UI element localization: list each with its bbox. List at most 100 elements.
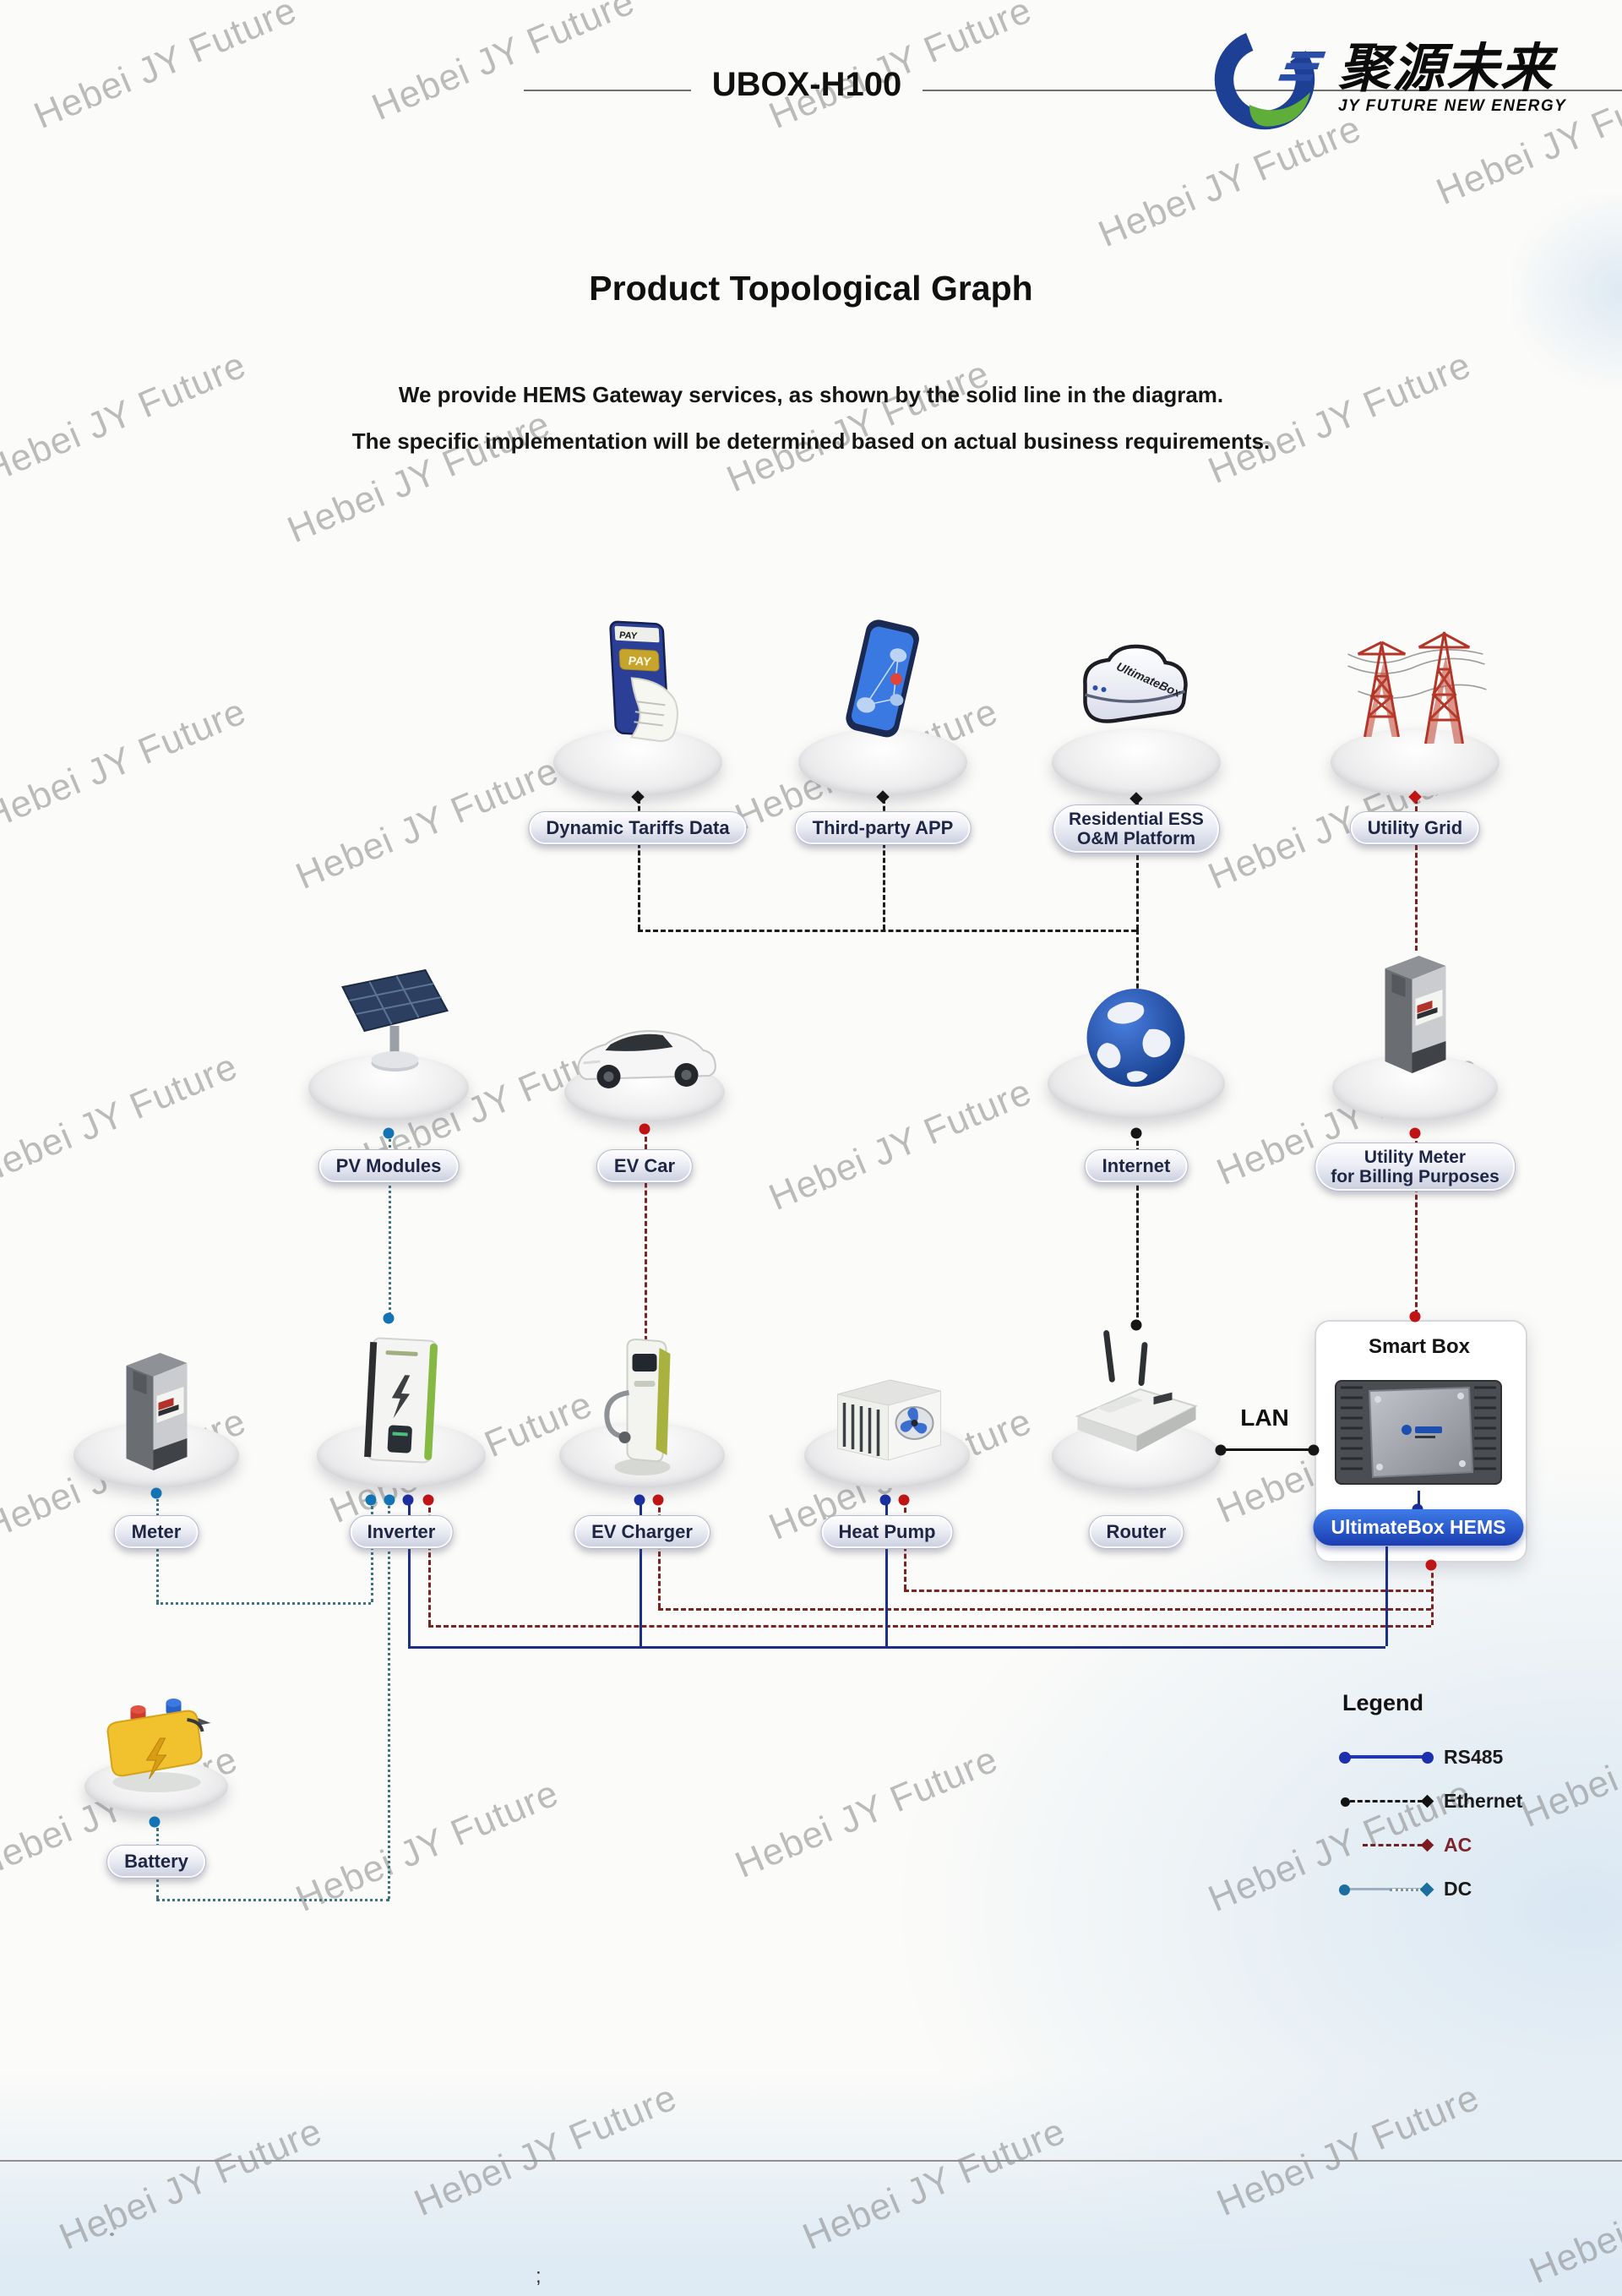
label-line: Utility Meter xyxy=(1363,1148,1467,1167)
watermark-text: Hebei JY Future xyxy=(366,0,641,128)
connection-endpoint-dot xyxy=(150,1487,162,1499)
label-battery: Battery xyxy=(106,1845,206,1879)
inverter-icon xyxy=(345,1331,459,1481)
connection-endpoint-dot xyxy=(384,1494,395,1506)
label-heat-pump: Heat Pump xyxy=(820,1515,954,1550)
connection-endpoint-dot xyxy=(879,1494,891,1506)
connection-line-dc xyxy=(156,1499,159,1602)
footer-dot xyxy=(110,2233,114,2236)
connection-endpoint-dot xyxy=(422,1494,434,1506)
connection-endpoint-dot xyxy=(1130,1319,1142,1331)
ac-line-sample xyxy=(1363,1843,1430,1846)
label-utility-grid: Utility Grid xyxy=(1349,811,1481,846)
legend-label: AC xyxy=(1444,1833,1472,1856)
connection-line-eth xyxy=(1136,801,1139,930)
solar-panel-icon xyxy=(319,965,459,1104)
connection-endpoint-dot xyxy=(1215,1444,1227,1456)
connection-line-eth xyxy=(1136,1133,1139,1325)
connection-endpoint-dot xyxy=(1130,1127,1142,1139)
model-title: UBOX-H100 xyxy=(711,66,902,103)
connection-endpoint-dot xyxy=(652,1494,664,1506)
subtitle-line1: We provide HEMS Gateway services, as sho… xyxy=(398,382,1224,407)
legend-item-rs485: RS485 xyxy=(1339,1735,1522,1779)
globe-icon xyxy=(1075,980,1198,1107)
smartphone-icon xyxy=(835,615,932,759)
kiosk-top-label: PAY xyxy=(619,630,639,641)
label-internet: Internet xyxy=(1084,1149,1189,1184)
connection-endpoint-dot xyxy=(634,1494,645,1506)
label-meter: Meter xyxy=(113,1515,199,1550)
watermark-text: Hebei JY Future xyxy=(53,2110,329,2258)
page-title: Product Topological Graph xyxy=(589,269,1033,308)
label-dynamic-tariffs: Dynamic Tariffs Data xyxy=(528,811,748,846)
connection-endpoint-dot xyxy=(1409,1127,1421,1139)
smart-box-title: Smart Box xyxy=(1368,1335,1471,1358)
connection-line-dc xyxy=(156,1602,371,1605)
ultimatebox-hems-badge: UltimateBox HEMS xyxy=(1313,1509,1524,1546)
ev-charger-icon xyxy=(585,1333,699,1490)
connection-endpoint-dot xyxy=(383,1312,395,1324)
watermark-text: Hebei JY Future xyxy=(763,1071,1038,1219)
watermark-text: Hebei JY Future xyxy=(0,690,253,838)
connection-line-ac xyxy=(658,1608,1431,1611)
lan-label: LAN xyxy=(1240,1404,1289,1431)
watermark-text: Hebei JY Future xyxy=(290,750,565,897)
connection-endpoint-dot xyxy=(149,1816,161,1828)
ethernet-line-sample xyxy=(1341,1797,1430,1807)
legend-item-ethernet: Ethernet xyxy=(1341,1779,1523,1823)
connection-line-dc xyxy=(389,1139,391,1315)
logo-emblem-icon xyxy=(1206,14,1333,145)
connection-line-ac xyxy=(428,1500,431,1625)
legend-label: RS485 xyxy=(1444,1745,1504,1768)
background-tint xyxy=(1512,194,1622,389)
header-rule-left xyxy=(524,90,691,91)
label-line: O&M Platform xyxy=(1076,829,1196,849)
label-inverter: Inverter xyxy=(349,1515,454,1550)
label-line: for Billing Purposes xyxy=(1331,1167,1500,1187)
connection-line-eth xyxy=(638,930,1136,932)
connection-line-eth xyxy=(1136,930,1139,1004)
watermark-text: Hebei JY Future xyxy=(28,0,303,137)
connection-endpoint-dot xyxy=(402,1494,414,1506)
battery-icon xyxy=(83,1686,231,1800)
platform-ellipse xyxy=(798,728,967,796)
connection-endpoint-dot xyxy=(383,1127,395,1139)
connection-line-ac xyxy=(428,1625,1431,1628)
connection-line-rs xyxy=(640,1500,642,1646)
watermark-text: Hebei JY Future xyxy=(0,1045,244,1193)
utility-meter-icon xyxy=(1367,948,1464,1092)
watermark-text: Hebei JY Future xyxy=(729,1738,1004,1886)
header-rule-right xyxy=(923,90,1622,91)
connection-line-rs xyxy=(1385,1546,1388,1646)
connection-line-dc xyxy=(371,1506,373,1602)
heat-pump-icon xyxy=(818,1369,957,1475)
watermark-text: Hebei JY Future xyxy=(281,403,557,551)
legend-label: Ethernet xyxy=(1444,1789,1523,1812)
platform-ellipse xyxy=(1052,728,1221,796)
connection-line-lan xyxy=(1221,1448,1314,1451)
connection-line-ac xyxy=(904,1590,1431,1592)
payment-kiosk-icon: PAY PAY xyxy=(583,610,693,762)
platform-ellipse xyxy=(1331,728,1500,796)
connection-line-ac xyxy=(658,1500,661,1608)
company-logo: 聚源未来 JY FUTURE NEW ENERGY xyxy=(1206,14,1612,145)
connection-line-eth xyxy=(638,799,640,930)
label-third-party-app: Third-party APP xyxy=(794,811,972,846)
background-tint xyxy=(0,2070,1622,2296)
platform-ellipse xyxy=(553,728,722,796)
label-ev-charger: EV Charger xyxy=(574,1515,710,1550)
connection-endpoint-dot xyxy=(1425,1559,1437,1571)
connection-line-ac xyxy=(645,1129,647,1349)
connection-line-ac xyxy=(1415,1133,1418,1315)
connection-line-eth xyxy=(883,799,885,930)
legend-item-dc: DC xyxy=(1339,1867,1522,1911)
watermark-text: Hebei JY Future xyxy=(1211,2076,1486,2224)
legend-item-ac: AC xyxy=(1342,1823,1522,1867)
legend: Legend RS485 Ethernet AC DC xyxy=(1339,1690,1523,1911)
connection-line-dc xyxy=(388,1506,390,1899)
connection-line-rs xyxy=(885,1500,888,1646)
legend-title: Legend xyxy=(1342,1690,1424,1715)
